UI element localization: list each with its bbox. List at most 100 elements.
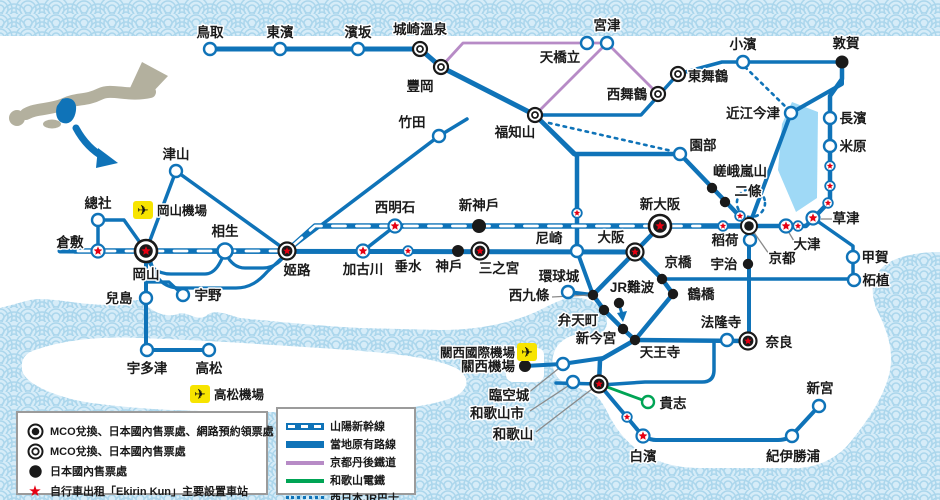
takamatsu-airport: ✈高松機場 [190,385,266,404]
label-kishi: 貴志 [660,395,688,411]
label-tottori: 鳥取 [197,24,224,40]
station-kansai-airport-sta [519,360,531,372]
station-soja [90,212,106,228]
label-takamatsu-airport: 高松機場 [214,387,265,402]
station-bike-sta-3 [734,210,746,222]
station-takeda [431,128,447,144]
station-bike-sta-5 [822,197,834,209]
station-tennoji [629,334,641,346]
station-shirahama [635,428,651,444]
label-kansai-airport-sta: 關西機場 [461,358,515,374]
label-kansai-intl-airport: 關西國際機場 [440,345,516,360]
label-kyobashi: 京橋 [665,254,693,270]
line-ako-line [147,251,289,290]
legend-row: MCO兌換、日本國內售票處、網路預約領票處 [26,422,274,440]
station-inari [742,232,758,248]
label-utazu: 宇多津 [127,360,168,376]
station-nishi-maizuru [649,85,667,103]
station-bike-sta-4 [792,220,804,232]
line-sanin-west [207,46,538,118]
label-wakayama: 和歌山 [493,426,534,442]
station-jr-namba [613,297,625,309]
station-universal-city [560,284,576,300]
legend-row: 當地原有路線 [286,436,406,452]
bus-line-sample [286,491,324,500]
legend-label: 當地原有路線 [330,439,396,451]
label-tennoji: 天王寺 [640,345,681,360]
label-kii-katsuura: 紀伊勝浦 [766,448,820,464]
station-nishi-akashi [387,218,403,234]
station-omi-imazu [783,105,799,121]
label-takeda: 竹田 [398,114,426,130]
label-okayama-airport: 岡山機場 [157,203,208,218]
station-horyuji [719,332,735,348]
line-soja-okayama [96,218,148,253]
label-shin-osaka: 新大阪 [640,196,681,212]
label-sonobe: 園部 [690,137,718,153]
label-takamatsu: 高松 [196,360,223,376]
label-osaka: 大阪 [598,229,626,245]
station-nara [738,331,758,351]
line-type-legend: 山陽新幹線 當地原有路線 京都丹後鐵道 和歌山電鐵 西日本JR巴士 [276,407,416,500]
label-himeji: 姬路 [284,262,311,278]
station-shin-osaka [647,213,673,239]
legend-label: 京都丹後鐵道 [330,457,396,469]
label-nishi-akashi: 西明石 [375,200,416,215]
label-higashihama: 東濱 [267,24,294,40]
open-double-circle-icon [26,442,44,460]
inset-shikoku [43,119,61,129]
line-tsuyama-line [144,169,178,253]
label-nishi-maizuru: 西舞鶴 [607,86,648,102]
label-kusatsu: 草津 [833,210,861,226]
station-tarumi [402,245,414,257]
tango-line-sample [286,455,324,469]
station-shin-imamiya [617,323,629,335]
label-kakogawa: 加古川 [342,261,384,277]
station-tottori [202,41,218,57]
station-tsuruhashi [667,288,679,300]
line-bus-fukuchiyama-sonobe [547,121,674,153]
label-jr-namba: JR難波 [610,279,655,295]
station-kii-katsuura [784,428,800,444]
legend-label: 自行車出租「Ekirin Kun」主要設置車站 [50,486,249,498]
airplane-icon: ✈ [521,345,533,361]
double-black-circle-icon [26,422,44,440]
label-kojima: 兒島 [106,290,133,306]
label-miyazu: 宮津 [594,17,622,33]
station-kobe [452,245,464,257]
station-sonobe [672,146,688,162]
station-bike-sta-8 [621,411,633,423]
black-circle-icon [26,462,44,480]
station-higashihama [272,41,288,57]
station-obama [735,54,751,70]
line-wakayama-line [599,339,716,387]
label-kinosaki-onsen: 城崎溫泉 [393,21,447,37]
label-shirahama: 白濱 [630,448,658,464]
station-bike-sta-7 [824,160,836,172]
lake-biwa [778,102,818,212]
label-nara: 奈良 [765,334,794,350]
inset-honshu [20,85,156,120]
label-tsuge: 柘植 [862,272,891,288]
station-wakayamashi [565,374,581,390]
station-kyobashi [656,273,668,285]
station-kakogawa [355,243,371,259]
label-fukuchiyama: 福知山 [494,124,536,140]
station-otsu [778,218,794,234]
station-himeji [277,241,297,261]
station-rinku-town [555,356,571,372]
label-shingu: 新宮 [807,380,834,396]
legend-row: 日本國內售票處 [26,462,258,480]
legend-row: 京都丹後鐵道 [286,454,406,470]
inset-hokkaido [130,62,168,95]
station-bike-sta-1 [571,207,583,219]
label-kobe: 神戶 [436,258,463,274]
line-tango-c [533,41,609,117]
label-tsuyama: 津山 [163,146,190,162]
legend-label: 日本國內售票處 [50,466,127,478]
label-nishikujo: 西九條 [509,287,550,303]
station-bike-sta-6 [824,180,836,192]
station-toyooka [432,58,450,76]
